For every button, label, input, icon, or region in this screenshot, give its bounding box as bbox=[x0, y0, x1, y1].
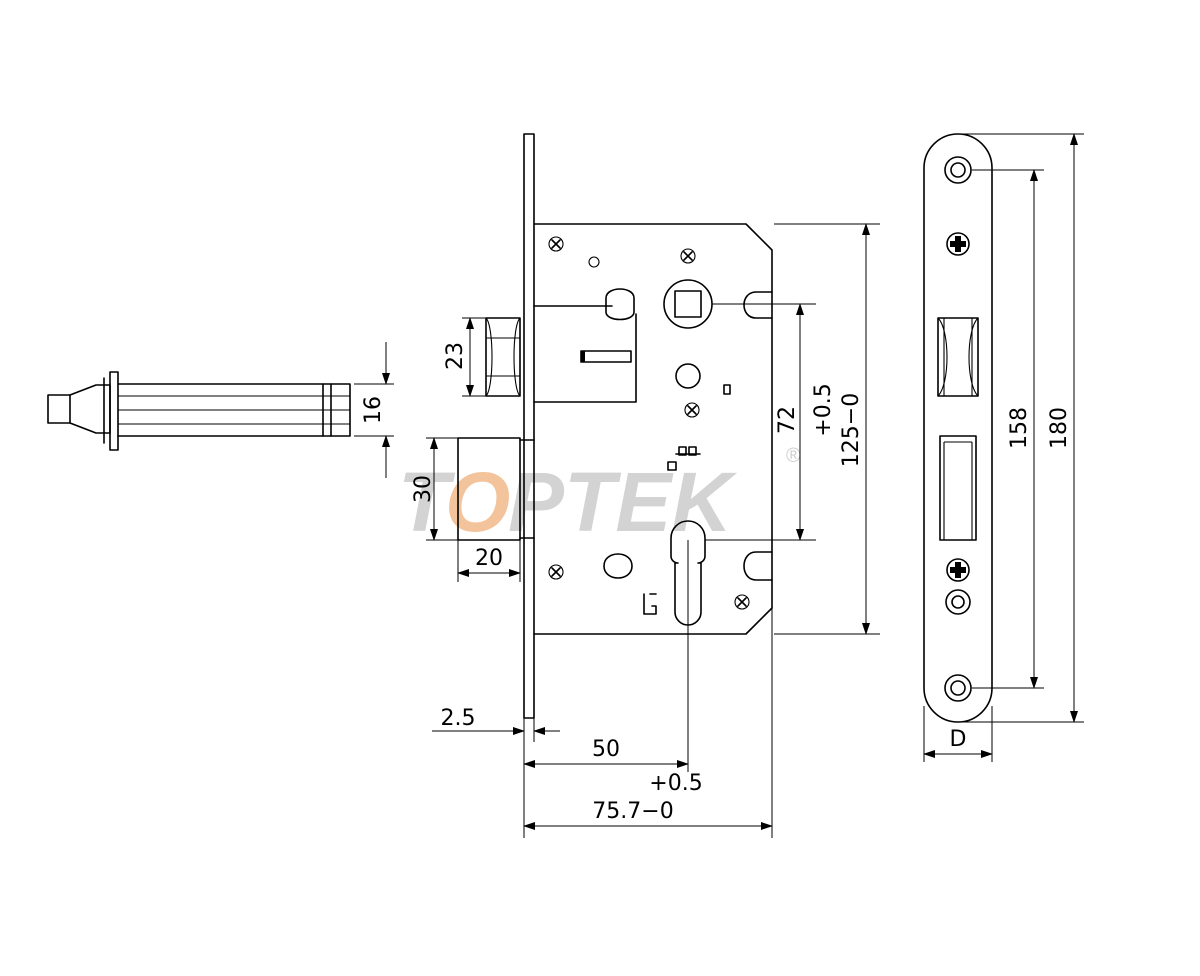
dimension-d: D bbox=[923, 706, 993, 762]
dim-text-20: 20 bbox=[475, 546, 503, 571]
strike-plate bbox=[923, 133, 993, 723]
latch-slot bbox=[580, 350, 632, 363]
round-hole bbox=[675, 363, 701, 389]
dimension-50: 50 bbox=[523, 540, 689, 772]
dimension-20: 20 bbox=[457, 540, 521, 582]
dim-text-75-7: 75.7−0 bbox=[592, 799, 673, 824]
watermark-text-o: O bbox=[445, 455, 510, 549]
dimension-75-7: +0.5 75.7−0 bbox=[523, 608, 773, 838]
follower-square bbox=[674, 290, 702, 318]
dim-text-30: 30 bbox=[411, 475, 436, 503]
dimension-158: 158 bbox=[972, 169, 1044, 689]
phillips-screw-icon bbox=[946, 558, 970, 582]
lock-case bbox=[457, 133, 773, 719]
countersunk-hole-icon bbox=[944, 674, 972, 702]
countersunk-hole-icon bbox=[548, 564, 564, 580]
dim-text-125: 125−0 bbox=[839, 393, 864, 467]
dim-text-2-5: 2.5 bbox=[441, 706, 476, 731]
notch-bottom bbox=[743, 551, 773, 581]
dim-text-50: 50 bbox=[592, 737, 620, 762]
dim-text-d: D bbox=[950, 727, 967, 752]
countersunk-hole-icon bbox=[684, 402, 700, 418]
phillips-screw-icon bbox=[946, 232, 970, 256]
faceplate-front bbox=[523, 133, 535, 719]
euro-cylinder-hole bbox=[670, 520, 706, 626]
dim-text-23: 23 bbox=[443, 342, 468, 370]
oval-hole-top bbox=[605, 288, 635, 321]
dimension-23: 23 bbox=[443, 317, 486, 397]
dim-text-75-7-tolerance: +0.5 bbox=[649, 771, 702, 796]
small-slot bbox=[723, 384, 731, 395]
countersunk-hole-icon bbox=[734, 594, 750, 610]
dim-text-72: 72 bbox=[775, 406, 800, 434]
dim-text-158: 158 bbox=[1007, 407, 1032, 449]
dimension-125: +0.5 125−0 bbox=[774, 223, 880, 635]
bolt-collar bbox=[109, 371, 119, 451]
hook-part bbox=[643, 593, 657, 615]
countersunk-hole-icon bbox=[944, 156, 972, 184]
countersunk-hole-icon bbox=[680, 248, 696, 264]
dimension-30: 30 bbox=[411, 437, 458, 541]
brand-watermark: T O PTEK ® bbox=[398, 445, 801, 549]
countersunk-hole-icon bbox=[945, 589, 971, 615]
latch-bolt bbox=[485, 317, 521, 397]
strike-plate-outline bbox=[923, 133, 993, 723]
dimension-2-5: 2.5 bbox=[432, 706, 560, 838]
registered-mark: ® bbox=[786, 445, 801, 467]
dim-text-125-tolerance: +0.5 bbox=[811, 383, 836, 436]
case-outline bbox=[533, 223, 773, 635]
follower-hub bbox=[663, 279, 713, 329]
deadbolt-opening bbox=[939, 435, 977, 541]
watermark-text-t: T bbox=[398, 455, 456, 549]
dimension-72: 72 bbox=[705, 303, 816, 541]
oval-hole-bottom bbox=[603, 553, 633, 579]
dim-text-180: 180 bbox=[1047, 407, 1072, 449]
dimension-16: 16 bbox=[354, 342, 394, 478]
notch-top bbox=[743, 291, 773, 319]
watermark-text-rest: PTEK bbox=[508, 455, 737, 549]
bolt-tail bbox=[47, 394, 71, 424]
countersunk-hole-icon bbox=[548, 236, 564, 252]
small-hole bbox=[588, 256, 600, 268]
bolt-side-view bbox=[47, 371, 351, 451]
dimension-180: 180 bbox=[958, 133, 1084, 723]
dim-text-16: 16 bbox=[361, 396, 386, 424]
